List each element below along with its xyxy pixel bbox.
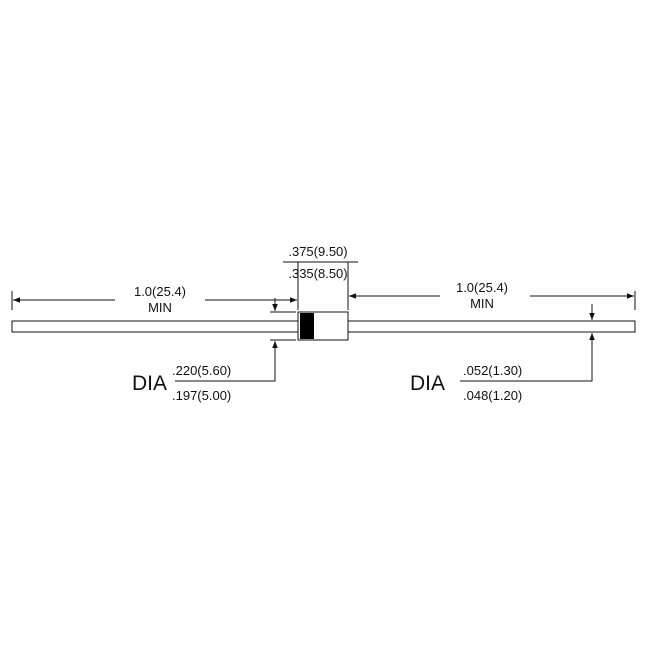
lead-dia-max: .052(1.30) bbox=[463, 363, 522, 378]
right-lead-length-qualifier: MIN bbox=[470, 296, 494, 311]
right-lead bbox=[347, 320, 636, 333]
right-lead-length-value: 1.0(25.4) bbox=[456, 280, 508, 295]
lead-dia-min: .048(1.20) bbox=[463, 388, 522, 403]
body-dia-leader bbox=[175, 341, 276, 382]
left-lead bbox=[11, 320, 299, 333]
lead-dia-leader bbox=[460, 333, 593, 382]
body-length-min: .335(8.50) bbox=[288, 266, 347, 281]
body-dia-label: DIA bbox=[132, 372, 167, 395]
left-lead-length-value: 1.0(25.4) bbox=[134, 284, 186, 299]
left-lead-length-qualifier: MIN bbox=[148, 300, 172, 315]
body-dia-max: .220(5.60) bbox=[172, 363, 231, 378]
body-length-max: .375(9.50) bbox=[288, 244, 347, 259]
lead-dia-label: DIA bbox=[410, 372, 445, 395]
body-dia-min: .197(5.00) bbox=[172, 388, 231, 403]
cathode-band bbox=[300, 313, 314, 339]
diode-body bbox=[297, 311, 349, 341]
